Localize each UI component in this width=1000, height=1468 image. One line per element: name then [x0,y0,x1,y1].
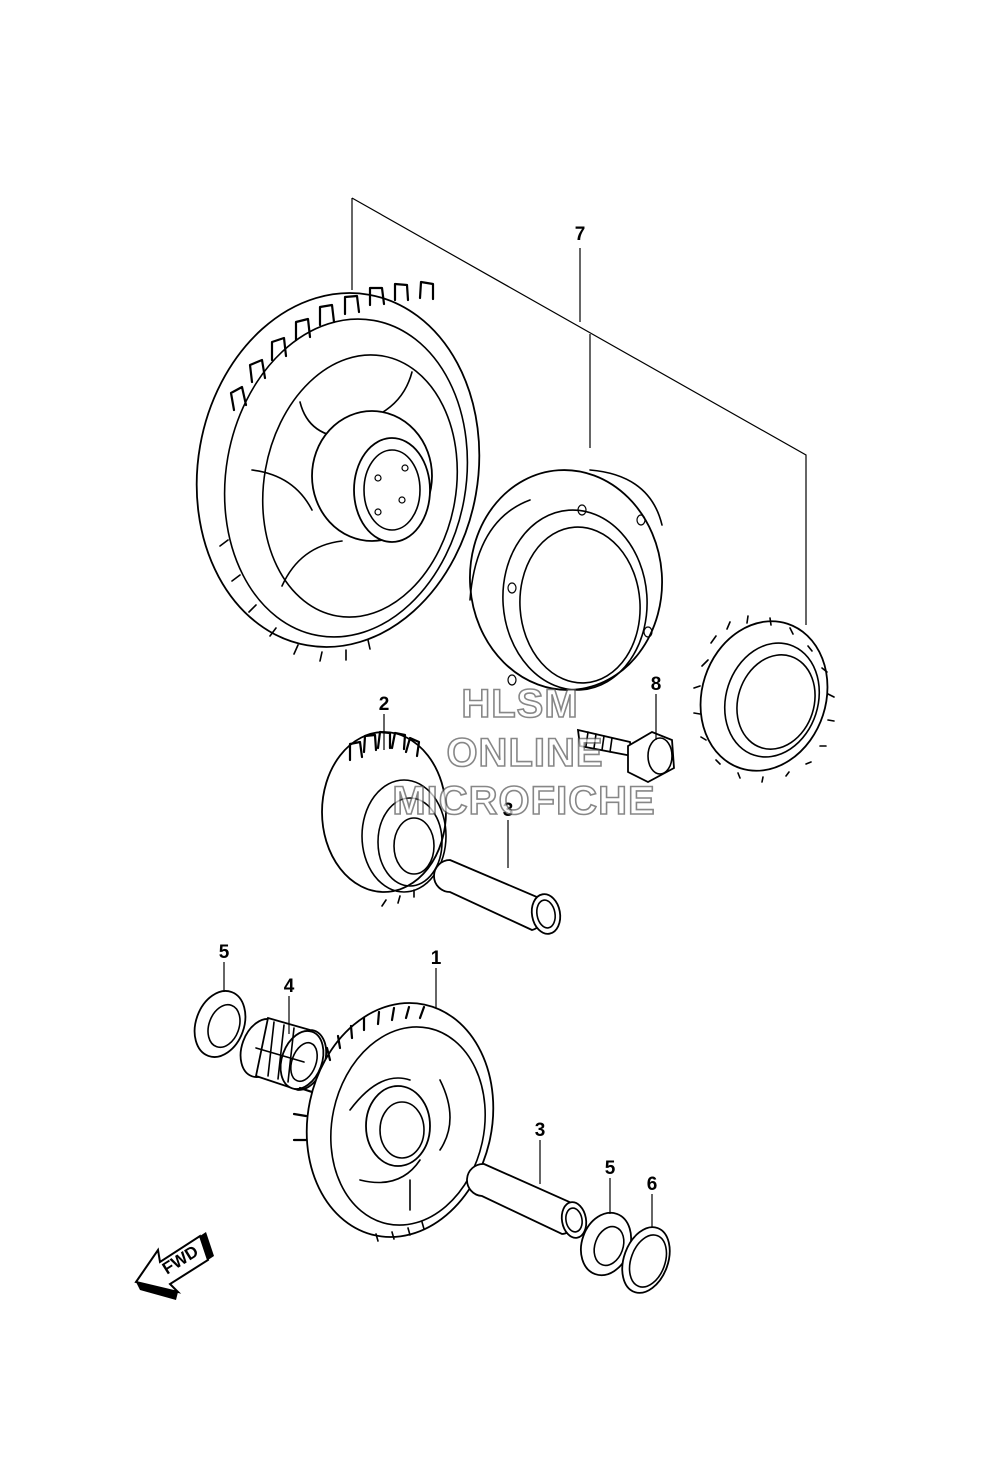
callout-6[interactable]: 6 [647,1174,658,1195]
watermark-line-3: MICROFICHE [392,779,655,823]
watermark-line-2: ONLINE [446,731,603,775]
washer-6[interactable] [614,1221,679,1300]
shaft-3b[interactable] [466,1163,589,1240]
washer-5b[interactable] [573,1206,640,1283]
needle-bearing-4[interactable] [233,1013,331,1095]
shaft-3a[interactable] [433,859,563,936]
gear-1[interactable] [285,985,514,1254]
callout-3b[interactable]: 3 [535,1120,546,1141]
callout-7[interactable]: 7 [575,224,586,245]
washer-5a[interactable] [186,984,254,1064]
watermark-line-1: HLSM [461,682,578,726]
sprag-clutch[interactable] [682,605,847,788]
bolt-8[interactable] [576,728,675,784]
bracket-leader-7 [351,197,807,625]
callout-leaders [223,694,657,1228]
callout-3a[interactable]: 3 [503,800,514,821]
callout-1[interactable]: 1 [431,948,442,969]
callout-5b[interactable]: 5 [605,1158,616,1179]
callout-8[interactable]: 8 [651,674,662,695]
callout-5a[interactable]: 5 [219,942,230,963]
watermark: HLSM ONLINE MICROFICHE [392,681,656,824]
starter-gear-large[interactable] [169,270,507,669]
callout-4[interactable]: 4 [284,976,295,997]
callouts: 7 8 2 3 5 1 4 3 5 6 [219,224,662,1195]
callout-2[interactable]: 2 [379,694,390,715]
clutch-outer-ring[interactable] [463,464,670,697]
fwd-arrow-icon: FWD [134,1232,214,1300]
